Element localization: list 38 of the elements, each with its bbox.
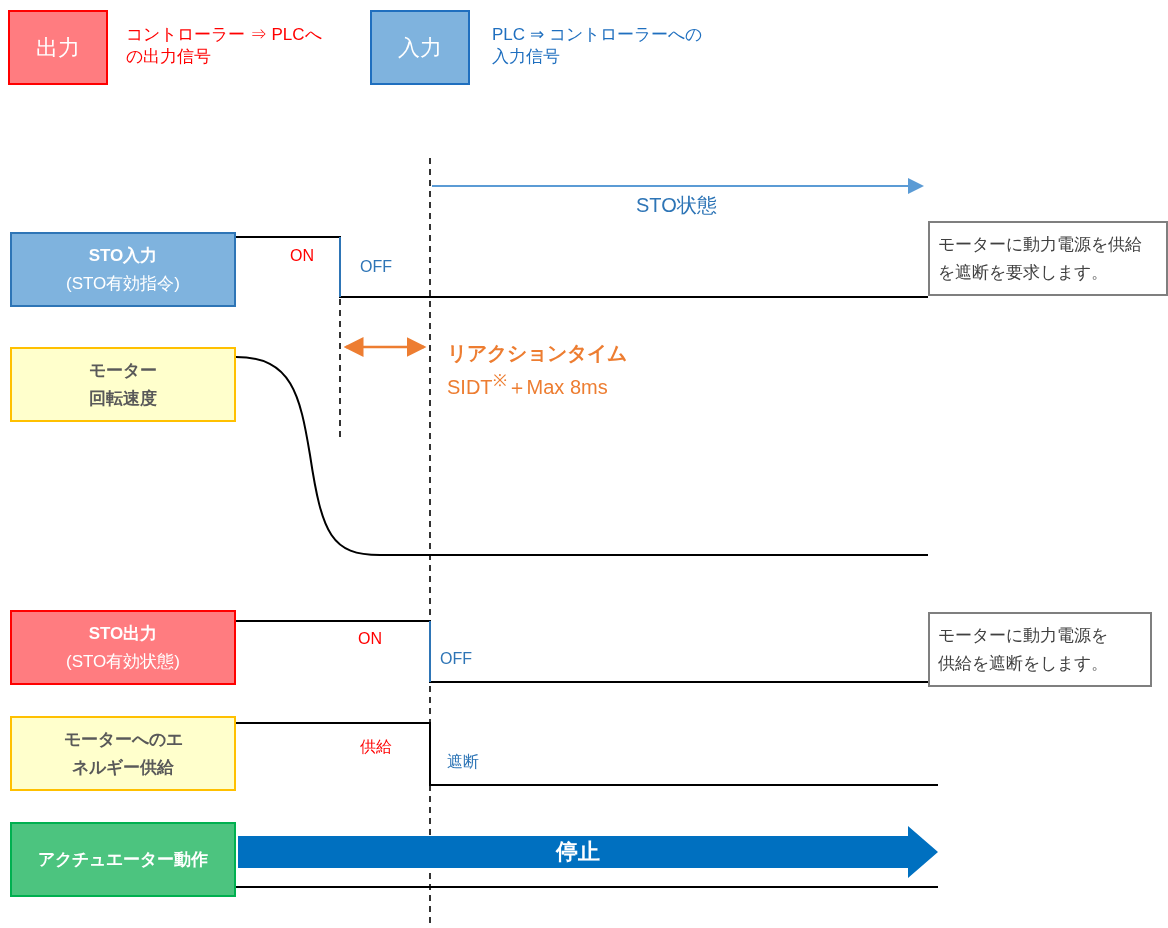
- signal-line: [235, 722, 939, 786]
- input-key-box: [370, 10, 470, 85]
- signal-name: STO入力: [88, 245, 158, 268]
- state-label: 遮断: [447, 752, 479, 772]
- state-label: ON: [290, 247, 314, 265]
- signal-name: モーター回転速度: [88, 360, 158, 410]
- stop-arrow: [238, 826, 938, 878]
- signal-line: [235, 356, 929, 556]
- signal-line: [235, 620, 929, 683]
- dimension-label: リアクションタイム: [447, 341, 627, 366]
- key-description: PLC ⇒ コントローラーへの入力信号: [492, 24, 703, 69]
- signal-box: [10, 716, 236, 791]
- note-text: モーターに動力電源を供給を遮断をします。: [938, 625, 1109, 675]
- key-label: 出力: [36, 33, 80, 62]
- signal-line: [235, 886, 939, 888]
- key-description: コントローラー ⇒ PLCへの出力信号: [126, 24, 323, 69]
- signal-name: STO出力: [88, 623, 158, 646]
- signal-box: [10, 822, 236, 897]
- state-label: OFF: [360, 258, 392, 276]
- key-label: 入力: [398, 33, 442, 62]
- signal-box: [10, 232, 236, 307]
- state-label: 供給: [360, 737, 392, 757]
- state-label: STO状態: [636, 193, 717, 218]
- note-text: モーターに動力電源を供給を遮断を要求します。: [938, 234, 1143, 284]
- note-box: [928, 612, 1152, 687]
- note-box: [928, 221, 1168, 296]
- arrow-label: 停止: [556, 838, 600, 867]
- signal-box: [10, 610, 236, 685]
- signal-description: (STO有効状態): [66, 650, 180, 673]
- state-label: OFF: [440, 650, 472, 668]
- signal-box: [10, 347, 236, 422]
- state-label: ON: [358, 630, 382, 648]
- signal-name: アクチュエーター動作: [38, 848, 208, 871]
- signal-name: モーターへのエネルギー供給: [62, 729, 184, 779]
- signal-description: (STO有効指令): [66, 272, 180, 295]
- output-key-box: [8, 10, 108, 85]
- signal-line: [235, 236, 929, 298]
- dimension-label: SIDT$^{※}$＋Max 8ms: [447, 370, 608, 400]
